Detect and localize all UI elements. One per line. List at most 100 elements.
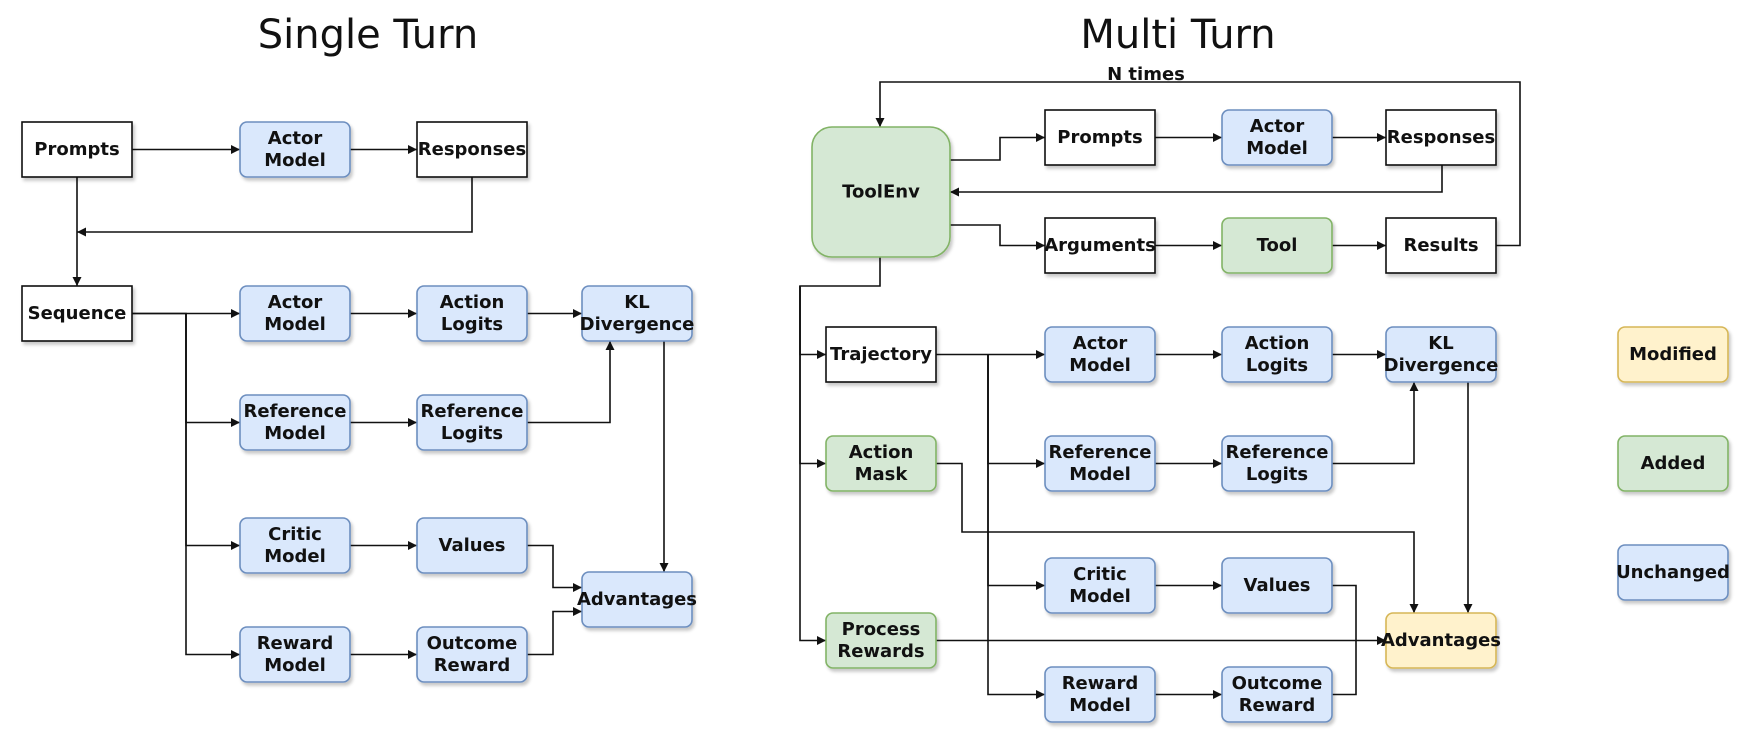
legend-unchanged-swatch: Unchanged <box>1616 544 1730 601</box>
node-label: Values <box>1244 575 1311 596</box>
edge-st-responses-to-st-sequence <box>77 177 473 237</box>
node-box <box>239 394 351 451</box>
st-responses-node: Responses <box>416 121 528 178</box>
node-label: Logits <box>1246 464 1308 485</box>
node-label: Results <box>1403 235 1478 256</box>
node-box <box>416 517 528 574</box>
node-label: Critic <box>1073 564 1127 585</box>
st-advantages-node: Advantages <box>577 571 697 628</box>
node-label: Prompts <box>34 139 119 160</box>
node-label: ToolEnv <box>842 182 920 203</box>
node-label: Model <box>1069 464 1131 485</box>
node-box <box>1221 435 1333 492</box>
node-box <box>1044 217 1156 274</box>
node-label: Actor <box>1073 333 1128 354</box>
node-label: Unchanged <box>1616 562 1730 583</box>
edge-mt-trajectory-to-mt-reward-model <box>987 354 1045 699</box>
edge-mt-reference-logits-to-mt-kl-divergence <box>1332 382 1419 465</box>
node-box <box>1221 666 1333 723</box>
node-label: Model <box>1246 138 1308 159</box>
edge-mt-trajectory-to-mt-reference-model <box>987 354 1045 468</box>
node-label: Added <box>1641 453 1706 474</box>
mt-trajectory-node: Trajectory <box>825 326 937 383</box>
edge-st-reference-logits-to-st-kl-divergence <box>527 341 615 424</box>
single-turn-title: Single Turn <box>258 12 479 58</box>
node-label: Model <box>264 150 326 171</box>
node-label: Mask <box>855 464 909 485</box>
n-times-label: N times <box>1107 64 1185 85</box>
mt-values-node: Values <box>1221 557 1333 614</box>
node-box <box>1044 666 1156 723</box>
node-label: Model <box>264 655 326 676</box>
node-label: Critic <box>268 524 322 545</box>
node-label: Action <box>849 442 914 463</box>
node-box <box>1385 326 1497 383</box>
node-box <box>581 571 693 628</box>
node-label: Model <box>264 423 326 444</box>
mt-responses-node: Responses <box>1385 109 1497 166</box>
st-prompts-node: Prompts <box>21 121 133 178</box>
node-label: Action <box>440 292 505 313</box>
mt-results-node: Results <box>1385 217 1497 274</box>
node-box <box>1044 109 1156 166</box>
node-label: Logits <box>1246 355 1308 376</box>
node-label: Advantages <box>1381 630 1501 651</box>
node-box <box>239 121 351 178</box>
node-box <box>239 517 351 574</box>
node-label: Logits <box>441 314 503 335</box>
node-box <box>1221 109 1333 166</box>
node-box <box>239 626 351 683</box>
edge-mt-values-to-mt-advantages <box>1332 584 1357 641</box>
node-box <box>1617 544 1729 601</box>
edge-st-values-to-st-advantages <box>527 544 582 592</box>
multi-turn-title: Multi Turn <box>1080 12 1275 58</box>
node-box <box>1385 612 1497 669</box>
node-label: KL <box>1428 333 1453 354</box>
node-box <box>1044 326 1156 383</box>
nodes-layer: PromptsActorModelResponsesSequenceActorM… <box>21 109 1730 723</box>
node-label: Tool <box>1257 235 1298 256</box>
node-box <box>1385 217 1497 274</box>
node-label: Reward <box>1062 673 1139 694</box>
node-box <box>581 285 693 342</box>
edge-mt-responses-to-mt-toolenv <box>950 165 1443 197</box>
node-label: Sequence <box>28 303 127 324</box>
node-box <box>1617 326 1729 383</box>
node-label: Process <box>842 619 921 640</box>
node-label: Actor <box>1250 116 1305 137</box>
node-box <box>1221 217 1333 274</box>
node-box <box>1617 435 1729 492</box>
edge-mt-toolenv-to-mt-process-rewards <box>799 286 826 645</box>
node-label: Modified <box>1629 344 1717 365</box>
node-box <box>21 121 133 178</box>
node-label: Reward <box>1239 695 1316 716</box>
edge-mt-results-to-mt-toolenv <box>875 81 1521 247</box>
node-box <box>1221 557 1333 614</box>
edge-mt-action-mask-to-mt-advantages <box>936 462 1419 613</box>
node-box <box>239 285 351 342</box>
node-label: Model <box>1069 695 1131 716</box>
node-label: Responses <box>418 139 526 160</box>
node-label: Action <box>1245 333 1310 354</box>
node-label: Reference <box>244 401 347 422</box>
node-box <box>416 285 528 342</box>
node-label: Model <box>264 314 326 335</box>
edge-mt-toolenv-to-mt-arguments <box>950 224 1045 250</box>
node-box <box>416 626 528 683</box>
mt-arguments-node: Arguments <box>1044 217 1156 274</box>
